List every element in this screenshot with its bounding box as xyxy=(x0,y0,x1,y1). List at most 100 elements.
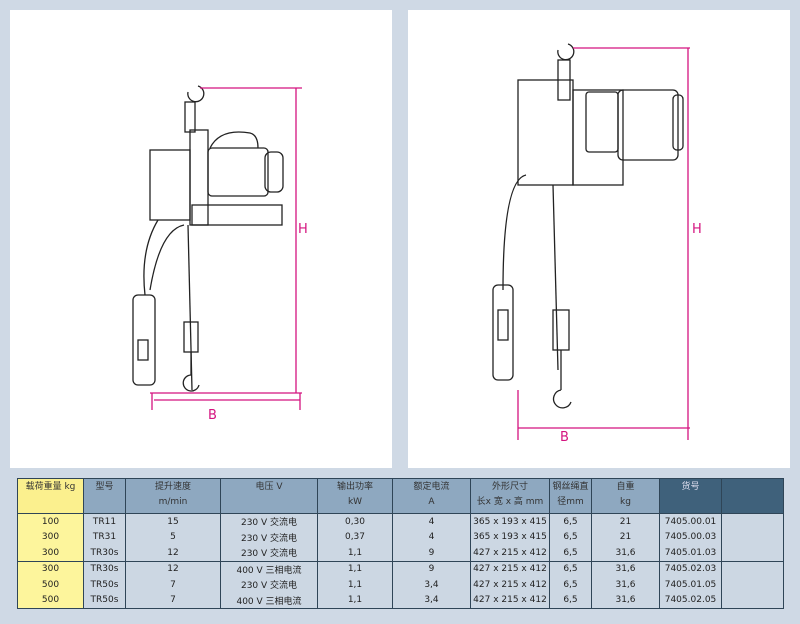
header-text: A xyxy=(428,497,435,507)
table-cell: 7405.00.01 xyxy=(659,513,722,530)
table-cell: 1,1 xyxy=(317,592,393,609)
table-cell: 230 V 交流电 xyxy=(220,529,318,545)
column-header xyxy=(721,478,784,514)
header-text: 长x 宽 x 高 mm xyxy=(476,497,544,507)
header-text: 额定电流 xyxy=(413,482,450,492)
table-cell: 3,4 xyxy=(392,592,471,609)
column-header: 自重 kg xyxy=(591,478,660,514)
header-text: 电压 V xyxy=(255,482,283,492)
header-text: kW xyxy=(347,497,363,507)
table-cell: 0,30 xyxy=(317,513,393,530)
table-cell: 365 x 193 x 415 xyxy=(470,513,550,530)
table-cell: 15 xyxy=(125,513,221,530)
table-cell: TR30s xyxy=(83,560,126,577)
table-cell: 4 xyxy=(392,529,471,545)
header-text: kg xyxy=(620,497,631,507)
table-cell: 230 V 交流电 xyxy=(220,577,318,593)
column-header: 载荷重量 kg xyxy=(17,478,84,514)
column-header: 货号 xyxy=(659,478,722,514)
table-cell: 1,1 xyxy=(317,560,393,577)
column-header: 电压 V xyxy=(220,478,318,514)
table-cell: 365 x 193 x 415 xyxy=(470,529,550,545)
table-cell: 7 xyxy=(125,592,221,609)
header-text: 货号 xyxy=(681,482,700,492)
dimension-lines xyxy=(517,47,690,440)
hoist-drawing-large: H B xyxy=(408,10,790,468)
table-cell: TR30s xyxy=(83,545,126,561)
header-text: 提升速度 xyxy=(154,482,191,492)
header-text: 型号 xyxy=(95,482,114,492)
table-cell: 427 x 215 x 412 xyxy=(470,577,550,593)
table-cell: 21 xyxy=(591,513,660,530)
table-cell xyxy=(721,560,784,577)
table-cell: 31,6 xyxy=(591,577,660,593)
table-cell: 3,4 xyxy=(392,577,471,593)
column-header: 提升速度 m/min xyxy=(125,478,221,514)
height-label: H xyxy=(692,222,702,237)
table-cell: 427 x 215 x 412 xyxy=(470,545,550,561)
height-label: H xyxy=(298,222,308,237)
table-cell: 400 V 三相电流 xyxy=(220,592,318,609)
header-text: 径mm xyxy=(557,497,584,507)
table-cell: 400 V 三相电流 xyxy=(220,560,318,577)
hoist-illustration xyxy=(132,85,302,410)
table-cell: 230 V 交流电 xyxy=(220,545,318,561)
table-cell: 230 V 交流电 xyxy=(220,513,318,530)
table-cell: 300 xyxy=(17,560,84,577)
table-cell xyxy=(721,529,784,545)
header-text: 自重 xyxy=(616,482,635,492)
table-cell: 7 xyxy=(125,577,221,593)
table-cell: 12 xyxy=(125,545,221,561)
column-header: 输出功率 kW xyxy=(317,478,393,514)
specifications-table: 载荷重量 kg 型号 提升速度 m/min 电压 V 输出功率 kW 额定电流 A 外形尺寸长x … xyxy=(17,478,784,609)
hoist-illustration xyxy=(492,43,690,440)
table-cell: 31,6 xyxy=(591,560,660,577)
table-cell xyxy=(721,545,784,561)
table-cell: 7405.01.03 xyxy=(659,545,722,561)
width-label: B xyxy=(208,408,217,423)
column-header: 型号 xyxy=(83,478,126,514)
table-cell: 6,5 xyxy=(549,592,592,609)
table-cell: 21 xyxy=(591,529,660,545)
table-cell: 500 xyxy=(17,577,84,593)
table-cell: TR50s xyxy=(83,592,126,609)
table-cell: 12 xyxy=(125,560,221,577)
column-header: 额定电流 A xyxy=(392,478,471,514)
table-cell: 31,6 xyxy=(591,545,660,561)
table-cell: 300 xyxy=(17,529,84,545)
table-cell: 500 xyxy=(17,592,84,609)
table-cell: 427 x 215 x 412 xyxy=(470,560,550,577)
table-cell: 100 xyxy=(17,513,84,530)
table-cell: 7405.02.05 xyxy=(659,592,722,609)
header-text: 载荷重量 kg xyxy=(25,482,76,492)
table-cell: 7405.02.03 xyxy=(659,560,722,577)
column-header: 钢丝绳直径mm xyxy=(549,478,592,514)
table-cell: 6,5 xyxy=(549,513,592,530)
table-cell: 4 xyxy=(392,513,471,530)
width-label: B xyxy=(560,430,569,445)
column-header: 外形尺寸长x 宽 x 高 mm xyxy=(470,478,550,514)
table-cell xyxy=(721,513,784,530)
table-cell: TR31 xyxy=(83,529,126,545)
table-cell: 9 xyxy=(392,545,471,561)
table-cell: 5 xyxy=(125,529,221,545)
table-cell xyxy=(721,592,784,609)
table-cell: 9 xyxy=(392,560,471,577)
header-text: m/min xyxy=(158,497,188,507)
table-cell: TR50s xyxy=(83,577,126,593)
table-cell: 0,37 xyxy=(317,529,393,545)
table-cell: 6,5 xyxy=(549,545,592,561)
table-cell: 7405.01.05 xyxy=(659,577,722,593)
table-cell xyxy=(721,577,784,593)
header-text: 输出功率 xyxy=(336,482,373,492)
hoist-drawing-small: H B xyxy=(10,10,392,468)
table-cell: 6,5 xyxy=(549,529,592,545)
table-cell: 6,5 xyxy=(549,577,592,593)
table-cell: 7405.00.03 xyxy=(659,529,722,545)
table-cell: 1,1 xyxy=(317,545,393,561)
